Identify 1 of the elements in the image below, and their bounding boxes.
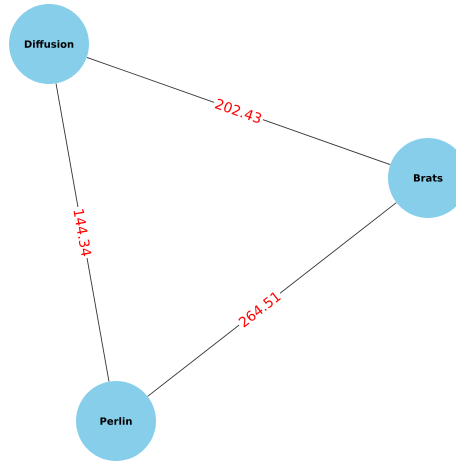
edge-label: 144.34: [74, 209, 92, 256]
